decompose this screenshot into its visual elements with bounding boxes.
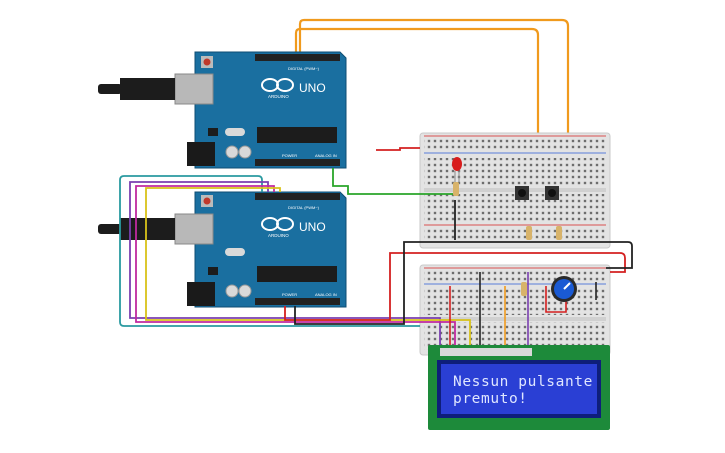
arduino-logo (261, 217, 294, 231)
wire-yellow[interactable] (145, 187, 471, 345)
brand-label: ARDUINO (268, 94, 289, 99)
model-label: UNO (299, 220, 326, 234)
lcd-line-2: premuto! (453, 391, 528, 407)
arduino-uno-bottom[interactable]: UNO ARDUINO DIGITAL (PWM~) POWER ANALOG … (174, 191, 347, 308)
breadboard-bottom (419, 264, 611, 356)
reset-button[interactable] (203, 58, 211, 66)
led-icon[interactable] (452, 157, 462, 182)
digital-header-label: DIGITAL (PWM~) (288, 205, 320, 210)
digital-header-label: DIGITAL (PWM~) (288, 66, 320, 71)
resistor-icon (556, 226, 562, 240)
wire-red-pot[interactable] (545, 286, 567, 313)
resistor-icon (453, 182, 459, 196)
power-header-label: POWER (282, 292, 297, 297)
resistor-icon (521, 282, 527, 296)
usb-cable-icon (98, 218, 175, 240)
wires-back (294, 18, 570, 232)
wire-red-1[interactable] (376, 147, 420, 151)
pushbutton-icon[interactable] (515, 186, 529, 200)
analog-header-label: ANALOG IN (315, 292, 337, 297)
model-label: UNO (299, 81, 326, 95)
lcd-display: Nessun pulsante premuto! (428, 345, 610, 430)
resistor-icon (526, 226, 532, 240)
wire-orange-1[interactable] (298, 18, 570, 210)
power-header-label: POWER (282, 153, 297, 158)
pushbutton-icon[interactable] (545, 186, 559, 200)
wire-black-1[interactable] (294, 241, 633, 325)
arduino-uno-top[interactable]: UNO ARDUINO DIGITAL (PWM~) POWER ANALOG … (174, 51, 347, 169)
wire-teal[interactable] (119, 175, 420, 327)
wire-red-2[interactable] (284, 252, 626, 321)
wires-front (119, 147, 633, 345)
arduino-logo (261, 78, 294, 92)
wire-orange-2[interactable] (294, 27, 540, 232)
potentiometer-icon[interactable] (551, 276, 577, 302)
reset-button[interactable] (203, 197, 211, 205)
usb-cable-icon (98, 78, 175, 100)
microcontroller-chip (257, 127, 337, 143)
analog-header-label: ANALOG IN (315, 153, 337, 158)
brand-label: ARDUINO (268, 233, 289, 238)
wire-magenta[interactable] (135, 185, 456, 345)
lcd-line-1: Nessun pulsante (453, 374, 593, 390)
microcontroller-chip (257, 266, 337, 282)
